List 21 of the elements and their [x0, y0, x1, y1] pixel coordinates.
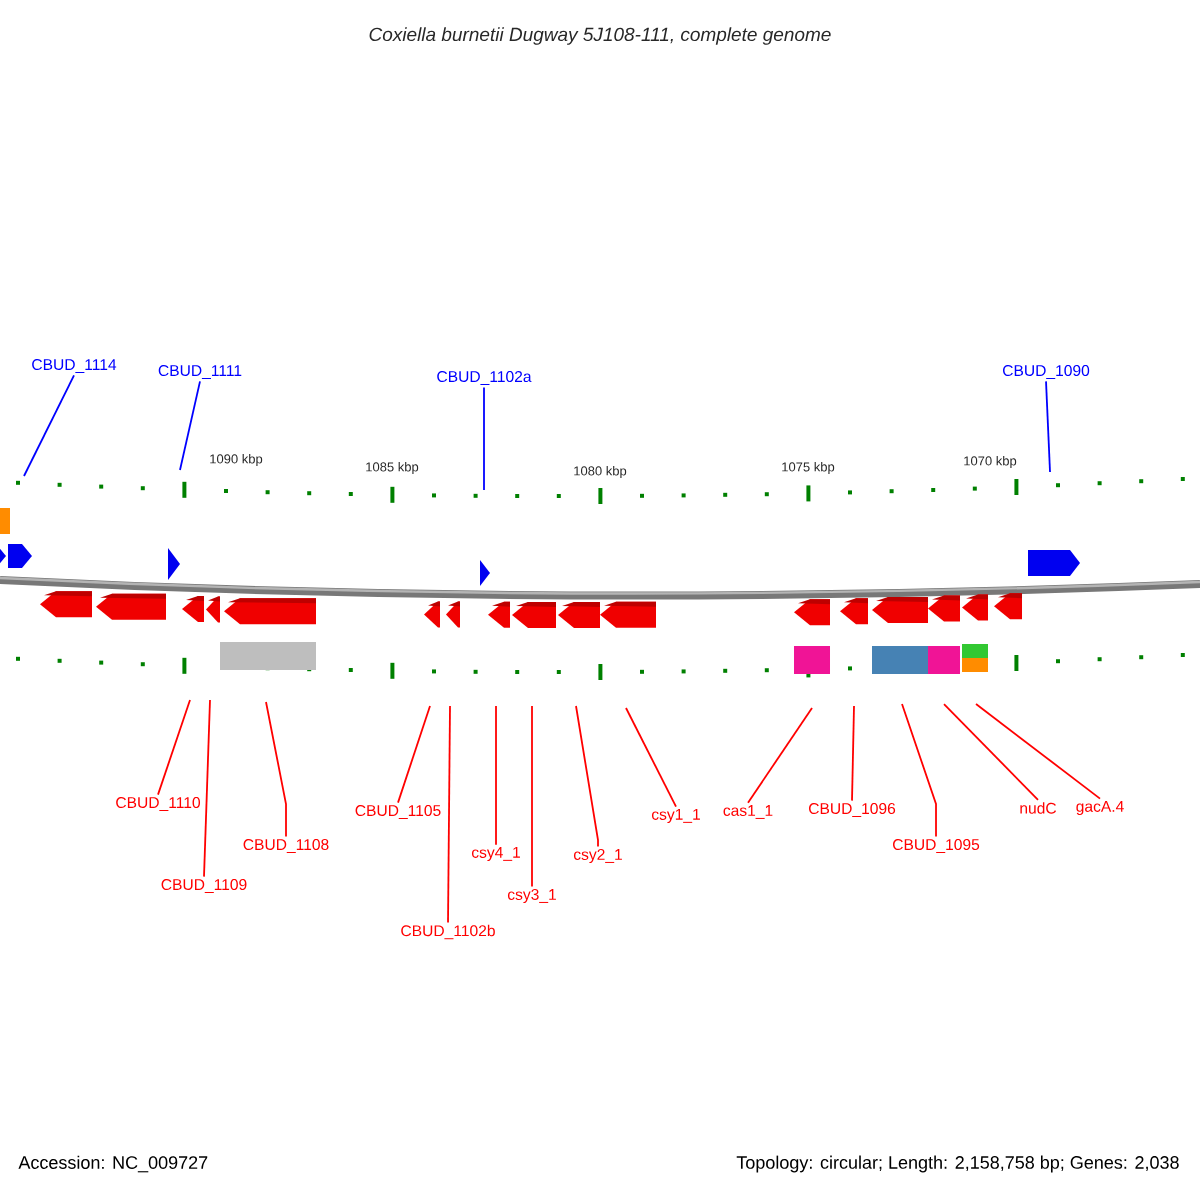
leader-line — [483, 386, 485, 491]
leader-line — [495, 705, 497, 846]
leader-line — [179, 380, 201, 471]
leader-line — [625, 707, 677, 808]
title: Coxiella burnetii Dugway 5J108-111, complete genome — [369, 27, 831, 45]
leader-line — [447, 705, 451, 924]
footer-text: Accession: NC_009727 — [18, 1155, 208, 1173]
leader-line — [157, 699, 191, 796]
leader-line — [943, 703, 1039, 801]
leader-line — [575, 705, 599, 848]
leader-line — [975, 703, 1101, 800]
leader-line — [1045, 380, 1051, 473]
leader-line — [23, 374, 75, 477]
leader-line — [901, 703, 937, 838]
leader-line — [851, 705, 855, 802]
leader-line — [531, 705, 533, 888]
leader-line — [397, 705, 431, 804]
leader-line — [747, 707, 813, 804]
leader-line — [265, 701, 287, 838]
leader-line — [203, 699, 211, 878]
footer-text: Topology: circular; Length: 2,158,758 bp; Genes: 2,038 — [736, 1155, 1179, 1173]
